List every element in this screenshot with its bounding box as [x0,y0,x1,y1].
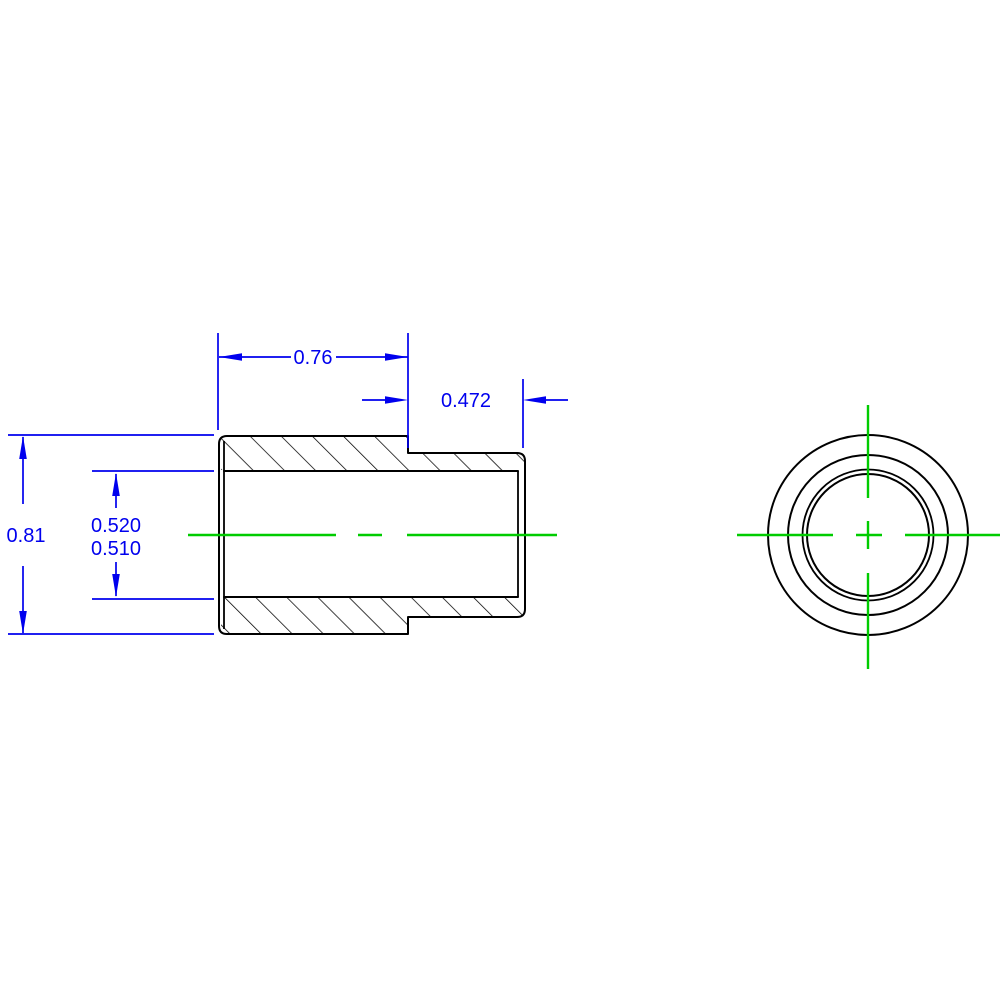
arrowhead-right-icon [385,396,408,404]
dimension-bore-diameter-max-text: 0.520 [91,515,141,537]
arrowhead-left-icon [523,396,546,404]
dimension-pilot-length-text: 0.472 [441,390,491,412]
part-outline [218,435,526,635]
arrowhead-down-icon [19,611,27,634]
arrowhead-right-icon [385,353,408,361]
dimension-bore-diameter-min-text: 0.510 [91,538,141,560]
arrowhead-down-icon [112,574,120,597]
dimension-overall-length-text: 0.76 [294,347,333,369]
dimension-bore-diameter: 0.520 0.510 [91,470,214,600]
section-hatch-bottom-wall [221,598,524,633]
section-hatch-top-wall [221,437,524,470]
arrowhead-left-icon [219,353,242,361]
dimension-outer-diameter: 0.81 [7,434,214,635]
arrowhead-up-icon [19,436,27,459]
dimension-pilot-length: 0.472 [362,379,568,448]
dimension-outer-diameter-text: 0.81 [7,525,46,547]
dimension-overall-length: 0.76 [217,333,409,448]
end-view [737,405,1000,669]
side-section-view [188,435,557,635]
arrowhead-up-icon [112,473,120,496]
